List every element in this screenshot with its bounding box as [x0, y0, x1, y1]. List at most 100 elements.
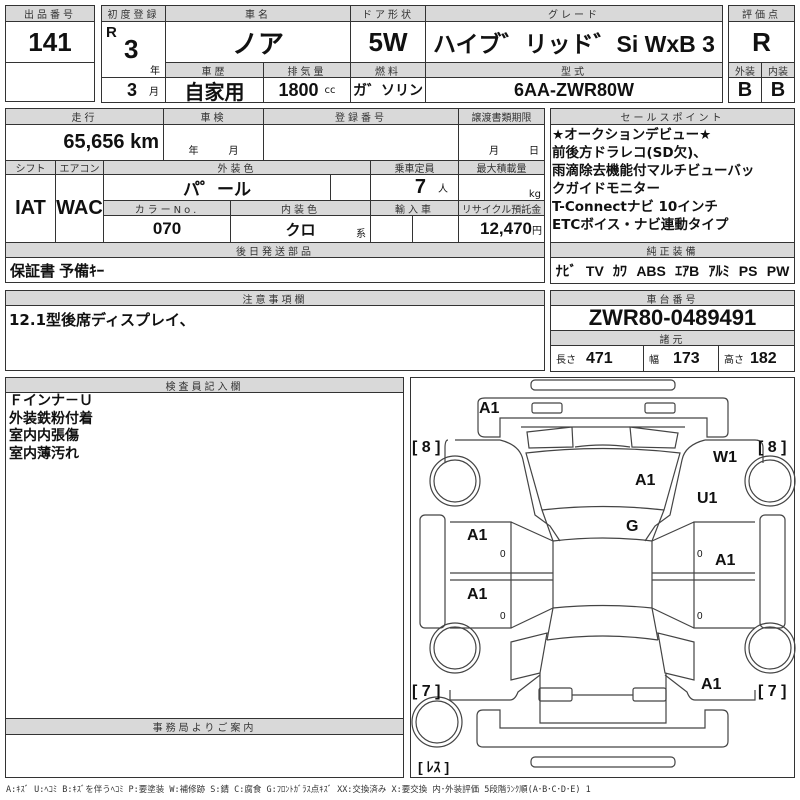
front-left-wheel — [433, 459, 477, 503]
car-diagram-box — [410, 377, 795, 778]
sales-line: 雨滴除去機能付マルチビューバッ — [552, 163, 755, 179]
displacement-cell: 1800 cc — [263, 77, 351, 103]
rear-bumper-strip — [530, 756, 676, 768]
sales-line: 前後方ドラレコ(SD欠)、 — [552, 145, 707, 161]
equipment-list: ﾅﾋﾞ TV ｶﾜ ABS ｴｱB ｱﾙﾐ PS PW — [550, 257, 795, 284]
right-doors — [651, 521, 755, 629]
transfer-month-unit: 月 — [489, 146, 499, 157]
caution-header: 注意事項欄 — [5, 290, 545, 306]
tread-front-right: [ 8 ] — [758, 439, 787, 456]
interior-color: クロ — [285, 221, 316, 239]
hood-rear — [541, 509, 665, 542]
office-header: 事務局よりご案内 — [5, 718, 404, 735]
inspector-line: 室内薄汚れ — [9, 445, 79, 462]
left-doors — [450, 521, 554, 629]
rear-quarter-windows — [510, 632, 695, 681]
damage-mark: A1 — [701, 676, 722, 693]
equipment-item: PW — [766, 262, 790, 279]
tread-front-left: [ 8 ] — [412, 439, 441, 456]
front-fenders — [444, 439, 764, 542]
legend: A:ｷｽﾞ U:ﾍｺﾐ B:ｷｽﾞを伴うﾍｺﾐ P:要塗装 W:補修跡 S:錆 … — [6, 785, 591, 795]
transfer-day-unit: 日 — [529, 146, 539, 157]
sales-line: クガイドモニター — [552, 181, 660, 197]
tread-rear-left: [ 7 ] — [412, 683, 441, 700]
length-label: 長さ — [556, 355, 576, 366]
damage-mark: A1 — [467, 586, 488, 603]
equipment-item: ｱﾙﾐ — [708, 262, 730, 279]
windshield — [525, 447, 681, 511]
rear-bumper — [476, 709, 729, 748]
right-sill — [759, 514, 786, 629]
equipment-item: ｶﾜ — [613, 262, 628, 279]
recycle-fee: 12,470 — [480, 219, 532, 238]
equipment-item: PS — [738, 262, 758, 279]
front-bumper-strip — [530, 379, 676, 391]
sales-line: ★オークションデビュー★ — [552, 127, 712, 143]
damage-mark: A1 — [479, 400, 500, 417]
width-label: 幅 — [649, 355, 659, 366]
equipment-item: ABS — [636, 262, 666, 279]
capacity: 7 — [414, 176, 426, 198]
width: 173 — [673, 349, 700, 367]
damage-mark: U1 — [697, 490, 718, 507]
spare-wheel — [415, 700, 459, 744]
sales-points: ★オークションデビュー★ 前後方ドラレコ(SD欠)、 雨滴除去機能付マルチビュー… — [552, 126, 754, 234]
grade: ハイブ゛リッド゛Si WxB 3 — [425, 21, 723, 63]
year-unit: 年 — [150, 66, 160, 77]
length: 471 — [586, 349, 613, 367]
reg-year: 3 — [124, 34, 139, 64]
equipment-item: ｴｱB — [675, 262, 700, 279]
damage-mark: A1 — [715, 552, 736, 569]
inspection-month-unit: 月 — [228, 146, 239, 157]
lot-blank — [5, 62, 95, 102]
left-sill — [419, 514, 446, 629]
sales-line: ETCボイス・ナビ連動タイプ — [552, 217, 729, 233]
spare-tire-label: [ ﾚｽ ] — [418, 759, 450, 775]
model: 6AA-ZWR80W — [425, 77, 723, 103]
damage-mark: 0 — [500, 611, 506, 622]
inspector-line: 外装鉄粉付着 — [9, 410, 93, 427]
caution-text: 12.1型後席ディスプレイ、 — [9, 311, 195, 329]
capacity-unit: 人 — [438, 184, 448, 195]
height: 182 — [750, 349, 777, 367]
front-bumper — [477, 397, 729, 438]
width-cell: 幅 173 — [643, 345, 719, 372]
recycle-unit: 円 — [532, 225, 542, 237]
headlight-right — [644, 402, 676, 414]
roof — [546, 541, 659, 641]
displacement-unit: cc — [324, 84, 336, 96]
inspector-header: 検査員記入欄 — [5, 377, 404, 393]
equipment-item: ﾅﾋﾞ — [555, 262, 577, 279]
month-unit: 月 — [149, 86, 159, 98]
height-label: 高さ — [724, 355, 744, 366]
damage-mark: 0 — [697, 611, 703, 622]
damage-mark: G — [626, 518, 639, 535]
taillights — [632, 687, 667, 702]
damage-mark: W1 — [713, 449, 737, 466]
inspector-line: Ｆインナ－Ｕ — [9, 393, 93, 409]
damage-mark: 0 — [697, 549, 703, 560]
inspector-line: 室内内張傷 — [9, 428, 79, 444]
displacement: 1800 — [278, 79, 319, 100]
sales-line: T-Connectナビ 10インチ — [552, 199, 718, 215]
damage-mark: 0 — [500, 549, 506, 560]
max-load-unit: kg — [528, 189, 541, 200]
front-right-wheel — [748, 459, 792, 503]
tailgate — [539, 673, 667, 724]
inspection-year-unit: 年 — [188, 146, 199, 157]
headlight-left — [531, 402, 563, 414]
grille — [521, 426, 685, 449]
equipment-item: TV — [585, 262, 604, 279]
parts: 保証書 予備ｷｰ — [5, 257, 545, 283]
rear-fenders — [449, 674, 756, 701]
inspector-notes: Ｆインナ－Ｕ 外装鉄粉付着 室内内張傷 室内薄汚れ — [9, 393, 93, 463]
rear-right-wheel — [748, 626, 792, 670]
height-cell: 高さ 182 — [718, 345, 795, 372]
interior-grade: B — [761, 77, 795, 103]
era: R — [106, 24, 117, 41]
damage-mark: A1 — [635, 472, 656, 489]
reg-month: 3 — [126, 79, 137, 100]
interior-color-unit: 系 — [356, 229, 366, 240]
